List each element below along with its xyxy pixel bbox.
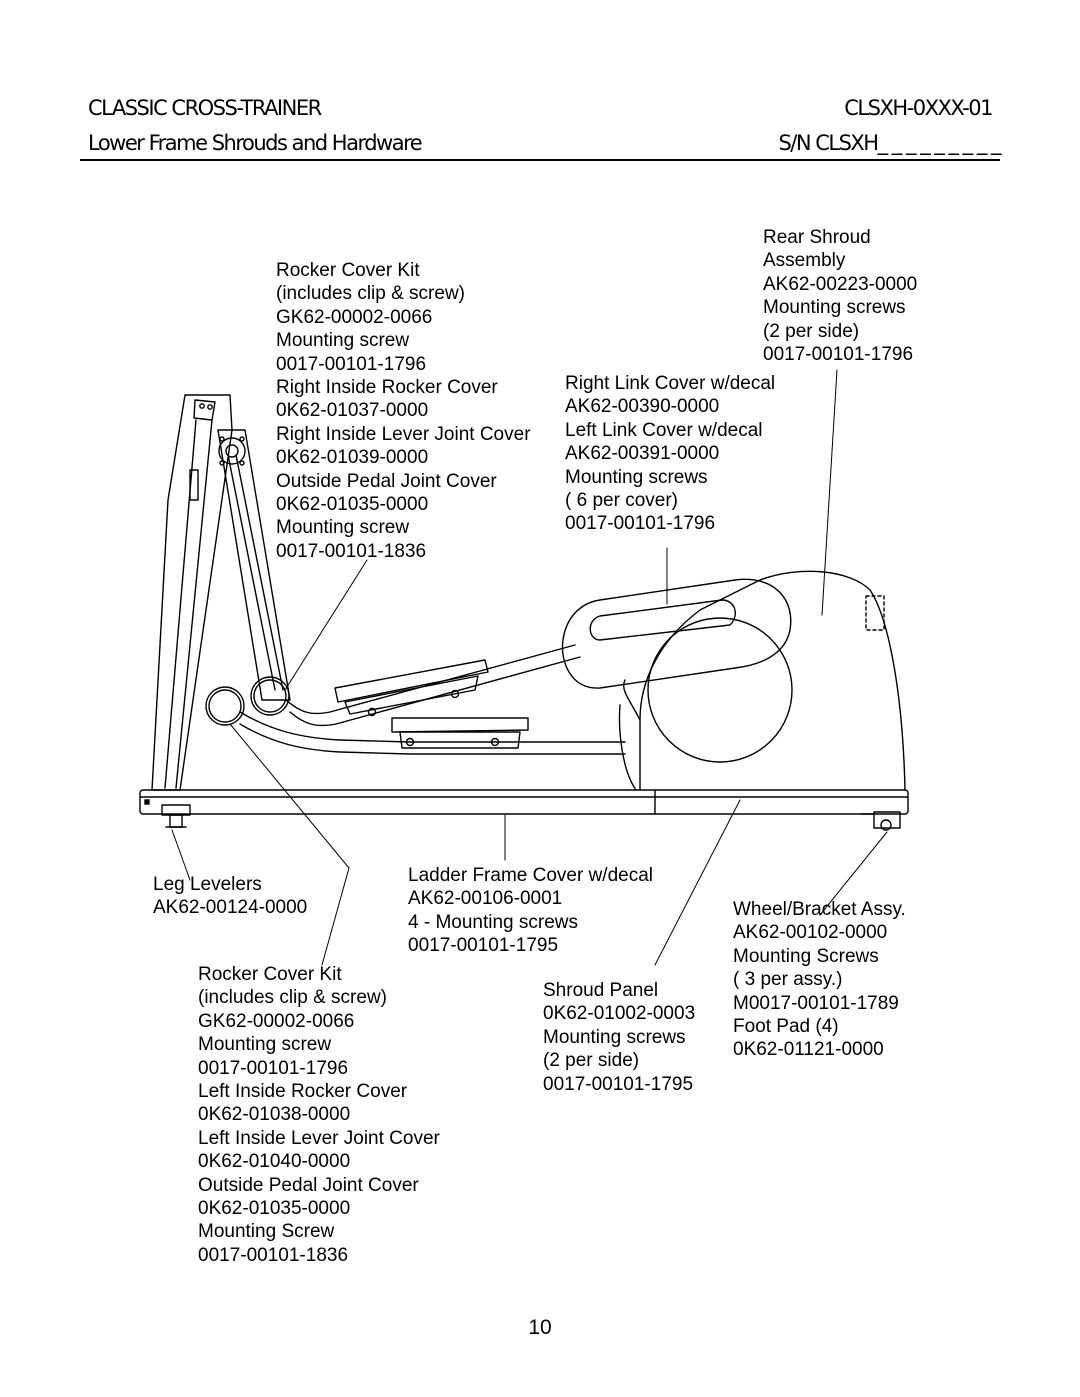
callout-line: Outside Pedal Joint Cover <box>198 1174 419 1196</box>
callout-line: 0017-00101-1836 <box>198 1244 349 1266</box>
callout-line: 0K62-01035-0000 <box>276 494 429 516</box>
callout-wheel-bracket: Wheel/Bracket Assy. AK62-00102-0000 Moun… <box>733 898 906 1062</box>
model-number: CLSXH-0XXX-01 <box>844 96 993 120</box>
upright-column <box>151 394 233 791</box>
callout-line: 4 - Mounting screws <box>408 911 579 933</box>
callout-line: (2 per side) <box>543 1050 640 1072</box>
callout-line: Leg Levelers <box>153 874 262 895</box>
callout-line: 0K62-01121-0000 <box>733 1039 884 1061</box>
callout-line: GK62-00002-0066 <box>198 1010 355 1032</box>
callout-line: Assembly <box>763 250 846 272</box>
callout-line: 0017-00101-1796 <box>565 513 716 535</box>
callout-line: ( 3 per assy.) <box>733 969 843 991</box>
callout-line: AK62-00124-0000 <box>153 897 308 919</box>
callout-line: 0017-00101-1795 <box>408 935 559 957</box>
callout-rear-shroud: Rear Shroud Assembly AK62-00223-0000 Mou… <box>763 226 917 366</box>
base-frame <box>139 789 909 815</box>
callout-line: Shroud Panel <box>543 980 659 1001</box>
callout-line: 0K62-01037-0000 <box>276 400 429 422</box>
callout-line: 0K62-01039-0000 <box>276 447 429 469</box>
callout-line: Mounting screws <box>565 466 708 488</box>
callout-shroud-panel: Shroud Panel 0K62-01002-0003 Mounting sc… <box>543 979 695 1096</box>
callout-line: Mounting Screw <box>198 1221 335 1243</box>
callout-line: M0017-00101-1789 <box>733 992 899 1014</box>
callout-line: Rear Shroud <box>763 227 871 248</box>
callout-line: Mounting screw <box>198 1034 332 1056</box>
callout-line: Left Link Cover w/decal <box>565 419 763 441</box>
callout-line: 0K62-01038-0000 <box>198 1104 351 1126</box>
callout-line: 0017-00101-1796 <box>763 344 914 366</box>
callout-line: Right Inside Lever Joint Cover <box>276 423 531 445</box>
callout-line: Mounting Screws <box>733 945 879 967</box>
callout-leg-levelers: Leg Levelers AK62-00124-0000 <box>153 873 307 920</box>
callout-line: (includes clip & screw) <box>198 987 387 1009</box>
callout-line: Wheel/Bracket Assy. <box>733 899 906 920</box>
page-number: 10 <box>528 1316 552 1339</box>
callout-line: Right Inside Rocker Cover <box>276 377 498 399</box>
callout-line: AK62-00390-0000 <box>565 396 720 418</box>
leg-leveler <box>161 804 191 828</box>
callout-line: Mounting screws <box>763 297 906 319</box>
callout-line: 0017-00101-1836 <box>276 540 427 562</box>
link-tubes <box>239 644 626 755</box>
callout-line: 0017-00101-1796 <box>276 353 427 375</box>
pedal-left <box>391 717 529 749</box>
callout-line: Left Inside Rocker Cover <box>198 1081 408 1103</box>
manual-title: CLASSIC CROSS-TRAINER <box>88 96 322 120</box>
rocker-arm <box>217 429 291 701</box>
callout-line: 0017-00101-1796 <box>198 1057 349 1079</box>
callout-line: Foot Pad (4) <box>733 1016 839 1038</box>
callout-line: Right Link Cover w/decal <box>565 373 776 394</box>
callout-line: GK62-00002-0066 <box>276 306 433 328</box>
callout-line: 0017-00101-1795 <box>543 1073 694 1095</box>
wheel-bracket <box>861 811 901 831</box>
section-subtitle: Lower Frame Shrouds and Hardware <box>88 131 423 155</box>
callout-left-rocker-cover: Rocker Cover Kit (includes clip & screw)… <box>198 963 440 1267</box>
link-cover <box>561 578 792 689</box>
callout-right-rocker-cover: Rocker Cover Kit (includes clip & screw)… <box>276 259 531 563</box>
callout-line: Rocker Cover Kit <box>198 964 342 985</box>
callout-line: Left Inside Lever Joint Cover <box>198 1127 440 1149</box>
callout-line: Outside Pedal Joint Cover <box>276 470 497 492</box>
callout-line: AK62-00102-0000 <box>733 922 888 944</box>
callout-line: AK62-00106-0001 <box>408 888 563 910</box>
rear-shroud <box>618 570 906 791</box>
leader-lines <box>171 369 888 966</box>
callout-line: (2 per side) <box>763 320 860 342</box>
serial-number: S/N CLSXH_ _ _ _ _ _ _ _ _ <box>778 131 1001 155</box>
callout-line: 0K62-01040-0000 <box>198 1151 351 1173</box>
pedal-right <box>334 659 489 717</box>
pivot-covers <box>205 676 290 726</box>
callout-line: (includes clip & screw) <box>276 283 465 305</box>
callout-line: ( 6 per cover) <box>565 490 678 512</box>
callout-line: 0K62-01035-0000 <box>198 1198 351 1220</box>
callout-link-cover: Right Link Cover w/decal AK62-00390-0000… <box>565 372 775 536</box>
callout-line: Mounting screw <box>276 330 410 352</box>
header-divider <box>80 159 1000 161</box>
callout-line: AK62-00223-0000 <box>763 273 918 295</box>
callout-line: 0K62-01002-0003 <box>543 1003 696 1025</box>
callout-line: Rocker Cover Kit <box>276 260 420 281</box>
callout-line: Mounting screws <box>543 1026 686 1048</box>
callout-line: Ladder Frame Cover w/decal <box>408 865 653 886</box>
callout-line: AK62-00391-0000 <box>565 443 720 465</box>
callout-line: Mounting screw <box>276 517 410 539</box>
callout-ladder-frame-cover: Ladder Frame Cover w/decal AK62-00106-00… <box>408 864 653 958</box>
